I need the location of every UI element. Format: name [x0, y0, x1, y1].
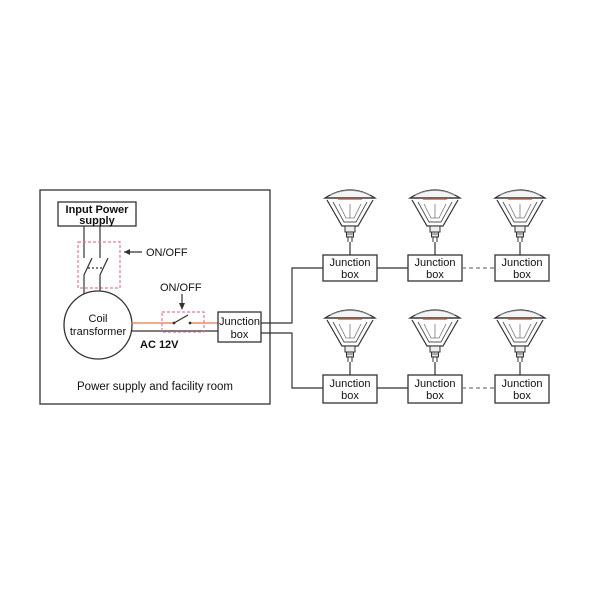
junction-box-top-1-line2: box — [341, 269, 359, 281]
junction-box-top-3-line2: box — [513, 269, 531, 281]
input-power-label-line1: Input Power — [66, 204, 130, 216]
main-switch-label: ON/OFF — [146, 247, 188, 259]
junction-box-bottom-3-line1: Junction — [502, 378, 543, 390]
junction-box-top-2-line1: Junction — [415, 257, 456, 269]
input-power-label-line2: supply — [79, 215, 115, 227]
trunk-wire-top — [261, 267, 323, 324]
input-power-box — [57, 201, 137, 227]
junction-box-bottom-2 — [407, 374, 463, 404]
lamp-bottom-2 — [409, 309, 461, 363]
junction-box-top-3 — [494, 254, 550, 282]
trunk-wire-bottom — [261, 332, 323, 389]
facility-room-caption: Power supply and facility room — [77, 381, 233, 393]
junction-box-top-1 — [322, 254, 378, 282]
facility-junction-box — [217, 311, 262, 343]
junction-box-top-3-line1: Junction — [502, 257, 543, 269]
coil-transformer — [63, 290, 133, 360]
main-switch-blade-left — [83, 257, 93, 276]
secondary-switch-frame — [161, 311, 205, 333]
voltage-label: AC 12V — [140, 339, 179, 351]
junction-box-bottom-1 — [322, 374, 378, 404]
junction-box-bottom-2-line1: Junction — [415, 378, 456, 390]
lamp-top-2 — [409, 189, 461, 243]
lamp-top-3 — [494, 189, 546, 243]
lamp-bottom-1 — [324, 309, 376, 363]
junction-box-bottom-1-line1: Junction — [330, 378, 371, 390]
junction-box-bottom-3 — [494, 374, 550, 404]
junction-box-bottom-3-line2: box — [513, 390, 531, 402]
facility-junction-label-line2: box — [231, 329, 249, 341]
facility-junction-label-line1: Junction — [219, 316, 260, 328]
junction-box-bottom-1-line2: box — [341, 390, 359, 402]
lamp-bottom-3 — [494, 309, 546, 363]
secondary-switch-label: ON/OFF — [160, 282, 202, 294]
junction-box-bottom-2-line2: box — [426, 390, 444, 402]
transformer-label-line1: Coil — [89, 313, 108, 325]
secondary-switch-blade — [173, 314, 189, 324]
lamp-top-1 — [324, 189, 376, 243]
transformer-label-line2: transformer — [70, 326, 127, 338]
junction-box-top-2-line2: box — [426, 269, 444, 281]
main-switch-frame — [77, 241, 121, 289]
junction-box-top-2 — [407, 254, 463, 282]
junction-box-top-1-line1: Junction — [330, 257, 371, 269]
main-switch-blade-right — [99, 257, 109, 276]
